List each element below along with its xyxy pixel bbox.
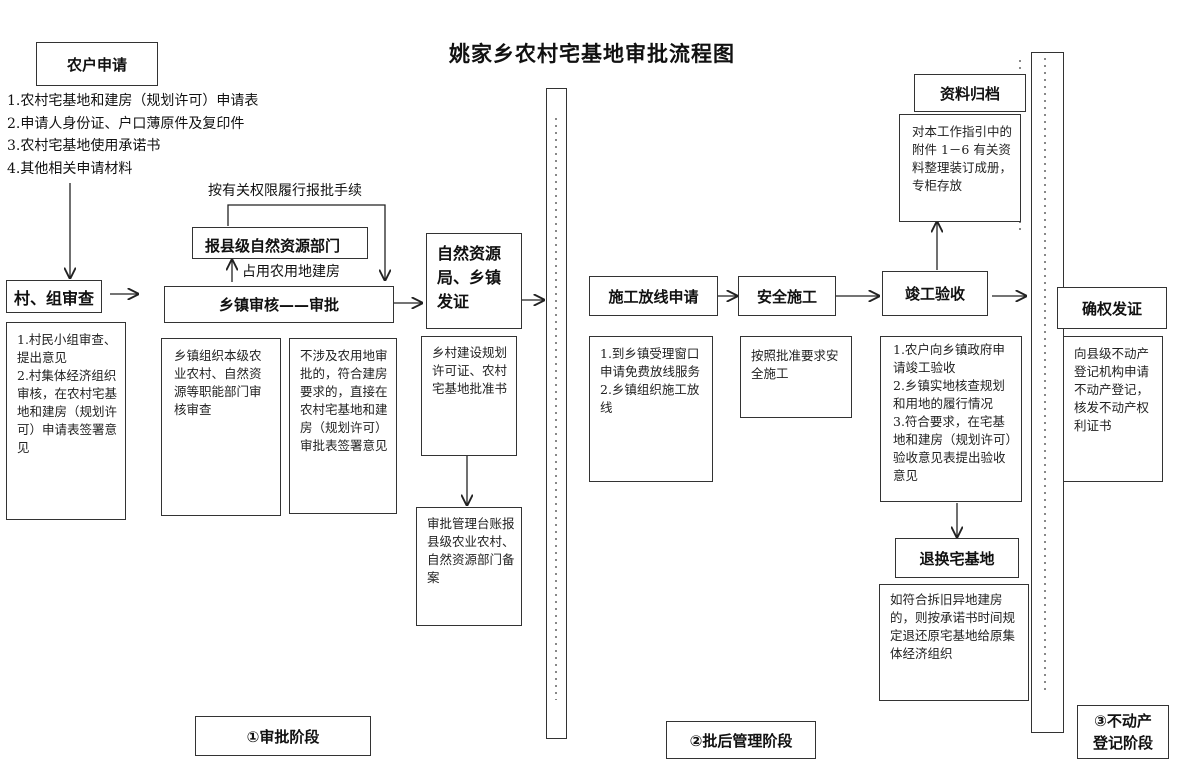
return-land-label: 退换宅基地 xyxy=(919,549,995,568)
stage-divider-1 xyxy=(546,88,567,739)
layout-apply-label: 施工放线申请 xyxy=(608,287,699,306)
stage-1-label: ①审批阶段 xyxy=(195,716,371,756)
stage-divider-2 xyxy=(1031,52,1064,733)
layout-apply-detail: 1.到乡镇受理窗口申请免费放线服务 2.乡镇组织施工放线 xyxy=(589,336,713,482)
material-item: 2.申请人身份证、户口薄原件及复印件 xyxy=(7,115,245,132)
archive-header: 资料归档 xyxy=(914,74,1026,112)
stage-1-text: ①审批阶段 xyxy=(246,727,320,746)
page-title: 姚家乡农村宅基地审批流程图 xyxy=(449,42,735,66)
acceptance-detail: 1.农户向乡镇政府申请竣工验收 2.乡镇实地核查规划和用地的履行情况 3.符合要… xyxy=(880,336,1022,502)
safe-build-label: 安全施工 xyxy=(756,287,817,306)
archive-label: 资料归档 xyxy=(939,84,1000,103)
material-item: 4.其他相关申请材料 xyxy=(7,160,133,177)
issue-permit-label: 自然资源局、乡镇发证 xyxy=(437,244,502,311)
township-review-header: 乡镇审核——审批 xyxy=(164,286,394,323)
stage-2-label: ②批后管理阶段 xyxy=(666,721,816,759)
stage-3-label: ③不动产登记阶段 xyxy=(1077,705,1169,759)
return-land-header: 退换宅基地 xyxy=(895,538,1019,578)
arrow-report-route xyxy=(227,204,385,280)
township-review-label: 乡镇审核——审批 xyxy=(218,296,339,314)
safe-build-detail: 按照批准要求安全施工 xyxy=(740,336,852,418)
township-review-right-detail: 不涉及农用地审批的，符合建房要求的，直接在农村宅基地和建房（规划许可）审批表签署… xyxy=(289,338,397,514)
report-route-note: 按有关权限履行报批手续 xyxy=(208,183,362,199)
material-item: 1.农村宅基地和建房（规划许可）申请表 xyxy=(7,93,259,109)
farmer-apply-materials: 1.农村宅基地和建房（规划许可）申请表 2.申请人身份证、户口薄原件及复印件 3… xyxy=(7,90,337,180)
layout-apply-header: 施工放线申请 xyxy=(589,276,718,316)
village-review-header: 村、组审查 xyxy=(6,280,102,313)
filing-ledger-detail: 审批管理台账报县级农业农村、自然资源部门备案 xyxy=(416,507,522,626)
issue-permit-detail: 乡村建设规划许可证、农村宅基地批准书 xyxy=(421,336,517,456)
village-review-detail: 1.村民小组审查、提出意见 2.村集体经济组织审核，在农村宅基地和建房（规划许可… xyxy=(6,322,126,520)
certify-detail: 向县级不动产登记机构申请不动产登记，核发不动产权利证书 xyxy=(1063,336,1163,482)
archive-detail: 对本工作指引中的附件 1－6 有关资料整理装订成册，专柜存放 xyxy=(899,114,1021,222)
county-dept-label: 报县级自然资源部门 xyxy=(205,237,341,255)
certify-label: 确权发证 xyxy=(1081,299,1142,318)
farmer-apply-label: 农户申请 xyxy=(66,55,127,74)
stage-2-text: ②批后管理阶段 xyxy=(689,731,793,750)
material-item: 3.农村宅基地使用承诺书 xyxy=(7,138,161,154)
county-dept-box: 报县级自然资源部门 xyxy=(192,227,368,259)
return-land-detail: 如符合拆旧异地建房的，则按承诺书时间规定退还原宅基地给原集体经济组织 xyxy=(879,584,1029,701)
village-review-label: 村、组审查 xyxy=(13,288,94,308)
township-review-left-detail: 乡镇组织本级农业农村、自然资源等职能部门审核审查 xyxy=(161,338,281,516)
farmland-note: 占用农用地建房 xyxy=(242,264,340,280)
issue-permit-header: 自然资源局、乡镇发证 xyxy=(426,233,522,329)
farmer-apply-header: 农户申请 xyxy=(36,42,158,86)
certify-header: 确权发证 xyxy=(1057,287,1167,329)
acceptance-header: 竣工验收 xyxy=(882,271,988,316)
safe-build-header: 安全施工 xyxy=(738,276,836,316)
stage-3-text: ③不动产登记阶段 xyxy=(1092,712,1153,752)
acceptance-label: 竣工验收 xyxy=(904,285,965,303)
